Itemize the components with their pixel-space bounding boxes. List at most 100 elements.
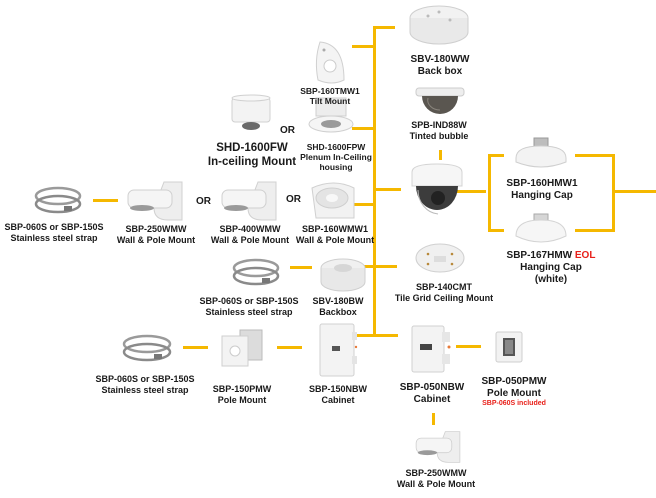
node-sbp160hmw1: SBP-160HMW1 Hanging Cap [494, 178, 590, 202]
steel-strap-icon [232, 258, 280, 286]
model-label: SBP-400WMW [219, 224, 281, 234]
cabinet-icon [411, 325, 451, 373]
desc-label: Tinted bubble [409, 130, 469, 141]
connector-strap1-250wmw [93, 199, 118, 202]
desc-label: Hanging Cap [511, 190, 573, 201]
desc-label: Wall & Pole Mount [210, 234, 290, 245]
desc-label: Wall & Pole Mount [295, 234, 375, 245]
connector-strap2-backbox [290, 266, 312, 269]
model-label: SBV-180BW [312, 296, 364, 306]
node-sbv180ww: SBV-180WW Back box [408, 54, 472, 78]
model-label: SBP-060S or SBP-150S [4, 222, 104, 232]
wall-mount-icon [127, 181, 183, 221]
node-sbp050nbw: SBP-050NBW Cabinet [396, 382, 468, 406]
connector-camera-hangcap [456, 190, 486, 193]
desc-label: Stainless steel strap [10, 232, 98, 243]
model-label: SBV-180WW [410, 54, 470, 65]
connector-sbv180ww [373, 26, 395, 29]
connector-in-ceiling [352, 127, 374, 130]
desc-label: Wall & Pole Mount [396, 478, 476, 489]
hanging-cap-icon [515, 137, 567, 168]
included-note: SBP-060S included [482, 400, 546, 407]
node-sbv180bw: SBV-180BW Backbox [306, 296, 370, 318]
model-label: SHD-1600FW [216, 142, 288, 154]
model-label: SBP-250WMW [405, 468, 467, 478]
node-spbind88w: SPB-IND88W Tinted bubble [402, 120, 476, 142]
model-label: SPB-IND88W [411, 120, 467, 130]
node-sbp160tmw1: SBP-160TMW1 Tilt Mount [290, 86, 370, 106]
connector-150pmw-150nbw [277, 346, 302, 349]
model-label: SBP-050NBW [399, 382, 465, 393]
node-sbp250wmw-b: SBP-250WMW Wall & Pole Mount [390, 468, 482, 490]
connector-strap3-150pmw [183, 346, 208, 349]
desc-label: housing [319, 162, 353, 173]
connector-bubble-camera [439, 150, 442, 160]
model-label: SBP-160TMW1 [300, 86, 360, 96]
dome-camera-icon [411, 163, 463, 215]
hangcap-bracket-right [612, 154, 615, 232]
or-label: OR [286, 194, 301, 205]
desc-label: (white) [534, 274, 568, 285]
hangcap-bracket-right-bottom [575, 229, 615, 232]
desc-label: Tile Grid Ceiling Mount [394, 292, 494, 303]
wall-mount-icon [311, 182, 355, 219]
hangcap-bracket-left [488, 154, 491, 232]
model-label: SBP-150PMW [212, 384, 272, 394]
main-spine-line [373, 26, 376, 336]
node-sbp150nbw: SBP-150NBW Cabinet [302, 384, 374, 406]
connector-cabinets [348, 334, 398, 337]
desc-label: Wall & Pole Mount [116, 234, 196, 245]
node-shd1600fw: SHD-1600FW In-ceiling Mount [200, 142, 304, 170]
desc-label: Pole Mount [487, 388, 541, 399]
model-label: SBP-160HMW1 [506, 178, 578, 189]
model-label: SBP-167HMW [506, 250, 573, 261]
wall-mount-icon [221, 181, 277, 221]
in-ceiling-mount-icon [231, 94, 271, 130]
connector-tilt-mount [352, 45, 374, 48]
node-strap3: SBP-060S or SBP-150S Stainless steel str… [92, 374, 198, 396]
desc-label: Plenum In-Ceiling [300, 152, 372, 163]
steel-strap-icon [34, 186, 82, 214]
node-sbp140cmt: SBP-140CMT Tile Grid Ceiling Mount [386, 282, 502, 304]
node-sbp167hmw: SBP-167HMW EOL Hanging Cap (white) [496, 250, 606, 286]
model-label: SBP-140CMT [415, 282, 472, 292]
cabinet-icon [319, 323, 358, 377]
node-strap2: SBP-060S or SBP-150S Stainless steel str… [196, 296, 302, 318]
tile-grid-mount-icon [415, 243, 465, 273]
node-sbp150pmw: SBP-150PMW Pole Mount [206, 384, 278, 406]
tilt-mount-icon [315, 41, 345, 84]
model-label: SBP-060S or SBP-150S [199, 296, 299, 306]
node-strap1: SBP-060S or SBP-150S Stainless steel str… [2, 222, 106, 244]
or-label: OR [196, 196, 211, 207]
hangcap-bracket-left-bottom [488, 229, 504, 232]
connector-tile-grid [373, 265, 397, 268]
desc-label: Cabinet [413, 394, 451, 405]
model-label: SBP-250WMW [125, 224, 187, 234]
model-label: SHD-1600FPW [306, 142, 366, 152]
backbox-icon [320, 258, 366, 292]
desc-label: Tilt Mount [309, 96, 351, 107]
model-label: SBP-150NBW [308, 384, 367, 394]
connector-050nbw-050pmw [456, 345, 481, 348]
node-sbp400wmw: SBP-400WMW Wall & Pole Mount [204, 224, 296, 246]
model-label: SBP-160WMW1 [301, 224, 368, 234]
desc-label: Cabinet [321, 394, 355, 405]
desc-label: Pole Mount [217, 394, 267, 405]
desc-label: Hanging Cap [520, 262, 582, 273]
node-sbp250wmw-a: SBP-250WMW Wall & Pole Mount [110, 224, 202, 246]
connector-wall-mounts [348, 203, 374, 206]
node-sbp050pmw: SBP-050PMW Pole Mount SBP-060S included [474, 376, 554, 408]
tinted-bubble-icon [415, 87, 465, 114]
hangcap-bracket-right-top [575, 154, 615, 157]
model-label: SBP-050PMW [481, 376, 547, 387]
desc-label: Stainless steel strap [101, 384, 189, 395]
eol-badge: EOL [574, 250, 596, 261]
plenum-housing-icon [308, 97, 354, 133]
back-box-icon [409, 5, 469, 45]
desc-label: Backbox [319, 306, 357, 317]
wall-mount-icon [415, 431, 461, 463]
model-label: SBP-060S or SBP-150S [95, 374, 195, 384]
desc-label: Stainless steel strap [205, 306, 293, 317]
node-sbp160wmw1: SBP-160WMW1 Wall & Pole Mount [288, 224, 382, 246]
node-shd1600fpw: SHD-1600FPW Plenum In-Ceiling housing [294, 142, 378, 173]
